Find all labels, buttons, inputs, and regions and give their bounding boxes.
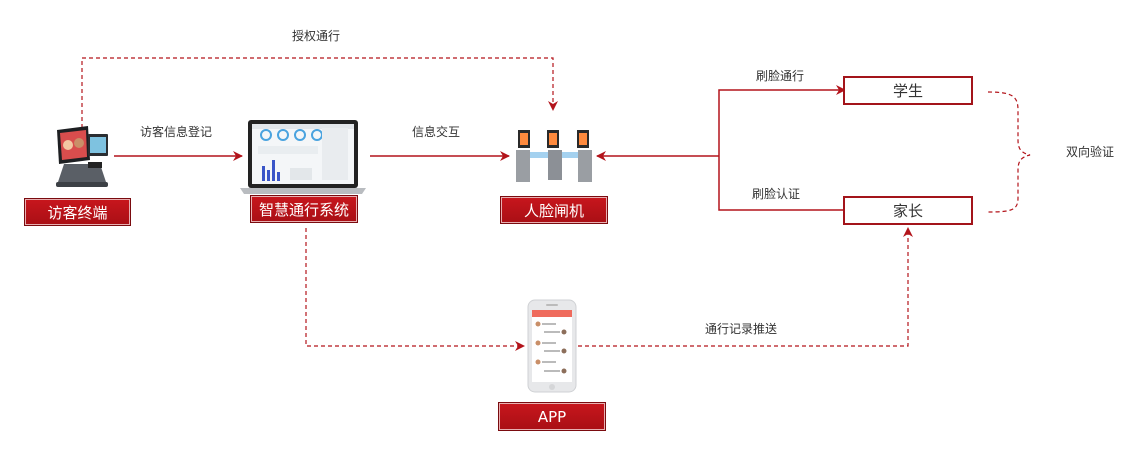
edge-student-branch [718,85,846,156]
node-visitor-terminal: 访客终端 [24,198,131,226]
edge-two-way-verify [987,91,1031,213]
label-authorized-pass: 授权通行 [292,28,340,43]
node-smart-system: 智慧通行系统 [250,195,358,223]
node-face-gate: 人脸闸机 [500,196,608,224]
label-student-face-pass: 刷脸通行 [756,69,804,83]
label-info-exchange: 信息交互 [412,124,460,139]
edge-system-to-app [305,228,525,351]
node-student: 学生 [843,76,973,105]
edge-authorized-pass [81,57,558,128]
label-parent-face-auth: 刷脸认证 [752,187,800,201]
edge-parent-branch [718,156,843,211]
label-two-way-verify: 双向验证 [1066,144,1114,159]
edge-record-push [578,227,913,347]
kiosk-icon [56,126,108,187]
label-record-push: 通行记录推送 [705,321,777,336]
node-app: APP [498,402,606,431]
label-visitor-register: 访客信息登记 [140,124,212,139]
gate-icon [516,130,592,182]
phone-icon [527,299,577,393]
laptop-icon [240,120,366,194]
node-parent: 家长 [843,196,973,225]
